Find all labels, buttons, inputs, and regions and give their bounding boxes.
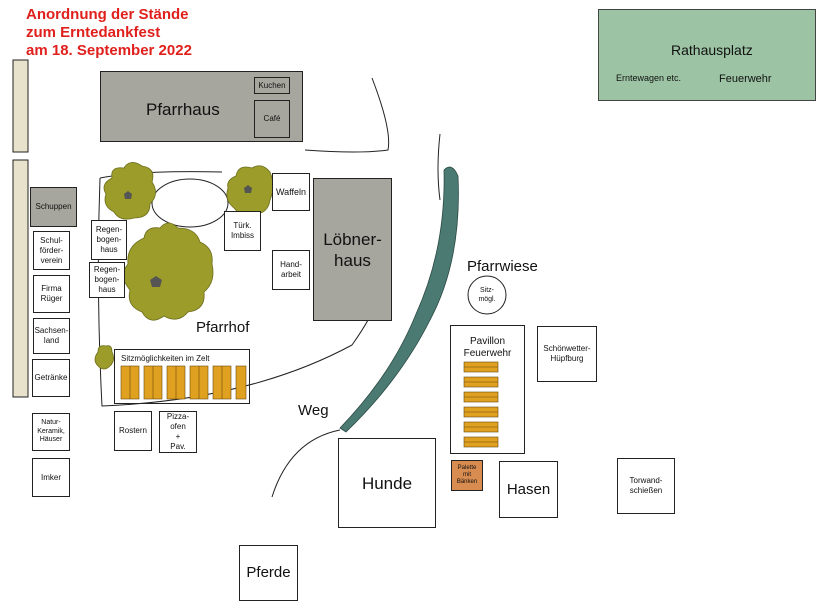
feuerwehr-label: Feuerwehr (719, 73, 772, 85)
pfarrhaus: Pfarrhaus Kuchen Café (100, 71, 303, 142)
pavillon-feuerwehr: Pavillon Feuerwehr (450, 325, 525, 454)
waffeln-stand: Waffeln (272, 173, 310, 211)
pavillon-label: Pavillon Feuerwehr (463, 336, 512, 359)
hunde-area: Hunde (338, 438, 436, 528)
title-line-1: Anordnung der Stände (26, 6, 189, 23)
tent-benches (120, 365, 247, 400)
getraenke-stand: Getränke (32, 359, 70, 397)
weg-curve (271, 429, 341, 498)
erntewagen-label: Erntewagen etc. (616, 73, 682, 83)
tuerk-imbiss-stand: Türk. Imbiss (224, 211, 261, 251)
trunk-right (244, 185, 252, 193)
title-line-3: am 18. September 2022 (26, 42, 192, 59)
tree-small (94, 345, 114, 370)
schuppen: Schuppen (30, 187, 77, 227)
courtyard-ellipse (151, 178, 229, 228)
zelt-label: Sitzmöglichkeiten im Zelt (121, 354, 210, 363)
teal-path (339, 166, 459, 433)
palette-stand: Palette mit Bänken (451, 460, 483, 491)
tree-left (103, 162, 156, 220)
weg-label: Weg (298, 402, 329, 419)
sitzmoegl-circle (467, 275, 507, 315)
naturkeramik-stand: Natur- Keramik, Häuser (32, 413, 70, 451)
title-line-2: zum Erntedankfest (26, 24, 161, 41)
sachsenland-stand: Sachsen- land (33, 318, 70, 354)
handarbeit-stand: Hand- arbeit (272, 250, 310, 290)
pfarrwiese-label: Pfarrwiese (467, 258, 538, 275)
pizzaofen-stand: Pizza- ofen + Pav. (159, 411, 197, 453)
regenbogenhaus-stand-2: Regen- bogen- haus (89, 262, 125, 298)
schulfoerderverein-stand: Schul- förder- verein (33, 231, 70, 270)
firma-rueger-stand: Firma Rüger (33, 275, 70, 313)
pfarrhaus-label: Pfarrhaus (146, 100, 220, 119)
rathausplatz-area: Rathausplatz Erntewagen etc. Feuerwehr (598, 9, 816, 101)
trunk-left (124, 191, 132, 199)
tree-big (123, 222, 214, 321)
imker-stand: Imker (32, 458, 70, 497)
left-bar-main (12, 159, 29, 398)
zelt: Sitzmöglichkeiten im Zelt (114, 349, 250, 404)
trunk-big (150, 276, 162, 287)
pavillon-benches (463, 361, 499, 448)
loebnerhaus: Löbner- haus (313, 178, 392, 321)
hasen-area: Hasen (499, 461, 558, 518)
boundary-curve (304, 77, 390, 153)
kuchen-stand: Kuchen (254, 77, 290, 94)
schoenwetter-huepfburg: Schönwetter- Hüpfburg (537, 326, 597, 382)
pfarrwiese-line (437, 133, 441, 201)
sitzmoegl-label: Sitz- mögl. (478, 287, 496, 303)
cafe-stand: Café (254, 100, 290, 138)
regenbogenhaus-stand-1: Regen- bogen- haus (91, 220, 127, 260)
rostern-stand: Rostern (114, 411, 152, 451)
torwandschiessen: Torwand- schießen (617, 458, 675, 514)
pfarrhof-label: Pfarrhof (196, 319, 250, 336)
pferde-area: Pferde (239, 545, 298, 601)
left-bar-top (12, 59, 29, 153)
rathausplatz-label: Rathausplatz (671, 42, 753, 58)
